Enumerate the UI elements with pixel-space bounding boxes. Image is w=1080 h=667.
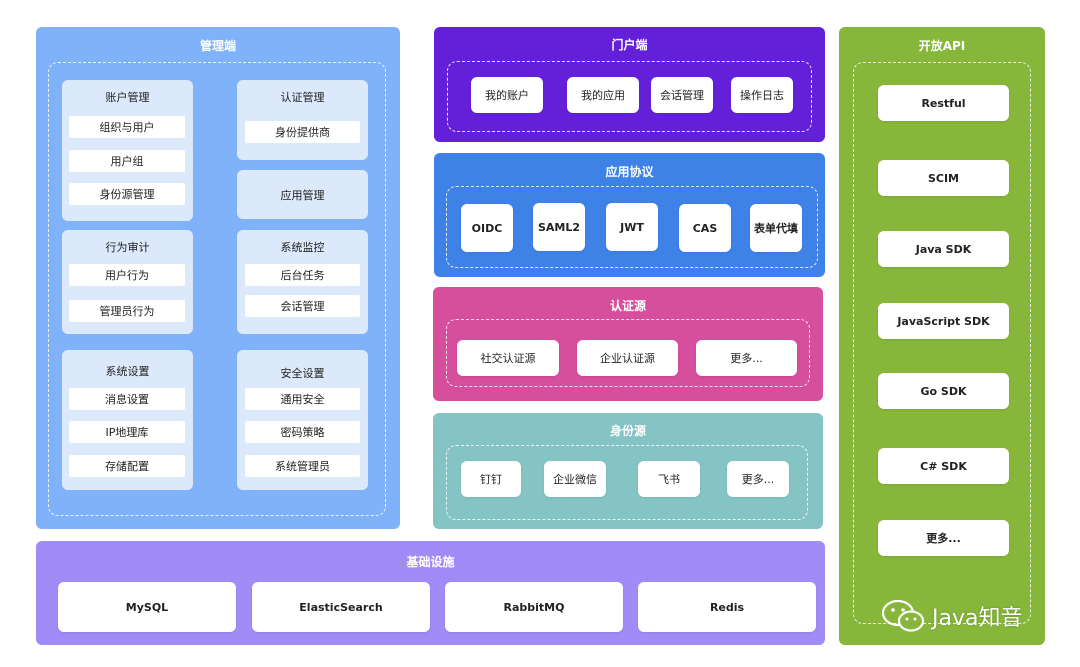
group-title: 应用管理: [280, 189, 325, 202]
identity-source-panel: 身份源 钉钉 企业微信 飞书 更多...: [433, 413, 823, 529]
group-title: 账户管理: [105, 91, 150, 104]
portal-panel: 门户端 我的账户 我的应用 会话管理 操作日志: [434, 27, 825, 142]
group-app-management[interactable]: 应用管理: [237, 170, 368, 219]
watermark-text: Java知音: [932, 606, 1023, 631]
protocol-oidc[interactable]: OIDC: [461, 204, 513, 252]
item-password-policy[interactable]: 密码策略: [245, 421, 360, 443]
open-api-dashed-frame: [853, 62, 1031, 624]
portal-dashed-frame: [447, 61, 812, 132]
infra-redis[interactable]: Redis: [638, 582, 816, 632]
group-behavior-audit: 行为审计 用户行为 管理员行为: [62, 230, 193, 334]
portal-panel-title: 门户端: [611, 38, 648, 52]
infra-mysql[interactable]: MySQL: [58, 582, 236, 632]
item-identity-source-mgmt[interactable]: 身份源管理: [69, 183, 185, 205]
identity-source-dingtalk[interactable]: 钉钉: [461, 461, 521, 497]
protocol-panel-title: 应用协议: [605, 165, 654, 179]
portal-my-apps[interactable]: 我的应用: [567, 77, 639, 113]
api-restful[interactable]: Restful: [878, 85, 1009, 121]
protocol-dashed-frame: [446, 186, 818, 268]
auth-source-enterprise[interactable]: 企业认证源: [577, 340, 678, 376]
api-scim[interactable]: SCIM: [878, 160, 1009, 196]
portal-my-account[interactable]: 我的账户: [471, 77, 543, 113]
group-title: 系统监控: [280, 241, 325, 254]
group-system-settings: 系统设置 消息设置 IP地理库 存储配置: [62, 350, 193, 490]
watermark: Java知音: [880, 598, 1022, 634]
auth-source-social[interactable]: 社交认证源: [457, 340, 559, 376]
admin-dashed-frame: [48, 62, 386, 516]
item-background-tasks[interactable]: 后台任务: [245, 264, 360, 286]
protocol-saml2[interactable]: SAML2: [533, 203, 585, 251]
item-session-management[interactable]: 会话管理: [245, 295, 360, 317]
group-system-monitor: 系统监控 后台任务 会话管理: [237, 230, 368, 334]
item-org-users[interactable]: 组织与用户: [69, 116, 185, 138]
auth-source-panel: 认证源 社交认证源 企业认证源 更多...: [433, 287, 823, 401]
infra-elasticsearch[interactable]: ElasticSearch: [252, 582, 430, 632]
group-account-management: 账户管理 组织与用户 用户组 身份源管理: [62, 80, 193, 221]
portal-session-management[interactable]: 会话管理: [651, 77, 713, 113]
auth-source-more[interactable]: 更多...: [696, 340, 797, 376]
api-csharp-sdk[interactable]: C# SDK: [878, 448, 1009, 484]
identity-source-panel-title: 身份源: [609, 424, 646, 438]
protocol-form-fill[interactable]: 表单代填: [750, 204, 802, 252]
identity-source-dashed-frame: [446, 445, 808, 520]
item-user-behavior[interactable]: 用户行为: [69, 264, 185, 286]
item-message-settings[interactable]: 消息设置: [69, 388, 185, 410]
item-identity-provider[interactable]: 身份提供商: [245, 121, 360, 143]
protocol-panel: 应用协议 OIDC SAML2 JWT CAS 表单代填: [434, 153, 825, 277]
identity-source-feishu[interactable]: 飞书: [638, 461, 700, 497]
infra-rabbitmq[interactable]: RabbitMQ: [445, 582, 623, 632]
item-system-admins[interactable]: 系统管理员: [245, 455, 360, 477]
item-general-security[interactable]: 通用安全: [245, 388, 360, 410]
portal-operation-log[interactable]: 操作日志: [731, 77, 793, 113]
protocol-jwt[interactable]: JWT: [606, 203, 658, 251]
infra-panel-title: 基础设施: [406, 555, 455, 569]
api-java-sdk[interactable]: Java SDK: [878, 231, 1009, 267]
identity-source-wecom[interactable]: 企业微信: [544, 461, 606, 497]
open-api-panel: 开放API Restful SCIM Java SDK JavaScript S…: [839, 27, 1045, 645]
group-title: 认证管理: [280, 91, 325, 104]
auth-source-dashed-frame: [446, 319, 810, 387]
api-go-sdk[interactable]: Go SDK: [878, 373, 1009, 409]
item-admin-behavior[interactable]: 管理员行为: [69, 300, 185, 322]
group-security-settings: 安全设置 通用安全 密码策略 系统管理员: [237, 350, 368, 490]
group-title: 行为审计: [105, 241, 150, 254]
api-javascript-sdk[interactable]: JavaScript SDK: [878, 303, 1009, 339]
api-more[interactable]: 更多...: [878, 520, 1009, 556]
group-title: 系统设置: [105, 365, 150, 378]
protocol-cas[interactable]: CAS: [679, 204, 731, 252]
infra-panel: 基础设施 MySQL ElasticSearch RabbitMQ Redis: [36, 541, 825, 645]
item-storage-config[interactable]: 存储配置: [69, 455, 185, 477]
identity-source-more[interactable]: 更多...: [727, 461, 789, 497]
open-api-panel-title: 开放API: [918, 39, 966, 53]
admin-panel: 管理端 账户管理 组织与用户 用户组 身份源管理 认证管理 身份提供商 应用管理…: [36, 27, 400, 529]
group-title: 安全设置: [280, 367, 325, 380]
item-user-groups[interactable]: 用户组: [69, 150, 185, 172]
wechat-icon: [881, 599, 925, 632]
admin-panel-title: 管理端: [199, 39, 236, 53]
group-auth-management: 认证管理 身份提供商: [237, 80, 368, 160]
item-ip-geo-db[interactable]: IP地理库: [69, 421, 185, 443]
auth-source-panel-title: 认证源: [609, 299, 646, 313]
